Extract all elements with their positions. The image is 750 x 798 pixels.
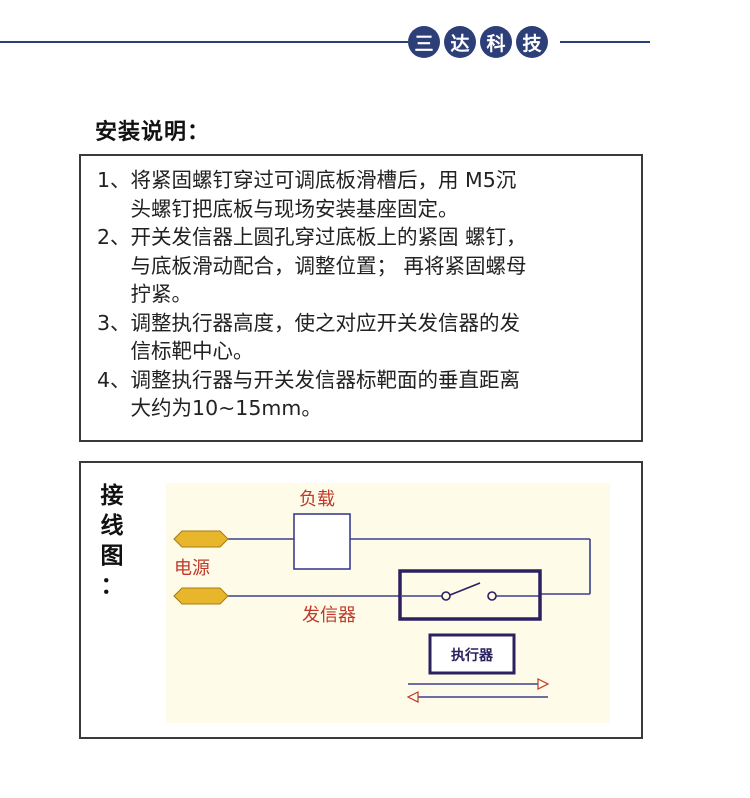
arrow-right-head [537,678,550,690]
instructions-box: 1、 将紧固螺钉穿过可调底板滑槽后，用 M5沉 头螺钉把底板与现场安装基座固定。… [79,154,643,442]
actuator-label: 执行器 [451,647,494,664]
instruction-number: 1、 [97,168,131,192]
header-rule-left [0,41,408,43]
instruction-line: 头螺钉把底板与现场安装基座固定。 [130,196,459,221]
power-terminal-bottom [173,587,229,605]
instruction-line: 与底板滑动配合，调整位置； 再将紧固螺母 [130,253,527,278]
switch-blade [449,582,481,596]
instructions-list: 1、 将紧固螺钉穿过可调底板滑槽后，用 M5沉 头螺钉把底板与现场安装基座固定。… [97,166,627,423]
wires [228,538,591,597]
wiring-diagram-box: 接 线 图 ： [79,461,643,739]
load-box [293,513,351,570]
load-label: 负载 [299,489,335,510]
instruction-item: 1、 将紧固螺钉穿过可调底板滑槽后，用 M5沉 头螺钉把底板与现场安装基座固定。 [97,166,627,223]
label-char: 接 [100,482,124,509]
instruction-number: 4、 [97,367,131,392]
label-char: 线 [100,512,124,539]
switch-contact-left [441,591,451,601]
wiring-diagram-label: 接 线 图 ： [99,481,125,601]
instruction-line: 调整执行器高度，使之对应开关发信器的发 [130,310,521,335]
header-rule-right [560,41,650,43]
wiring-diagram-svg: 负载 电源 发信器 执行器 [173,489,591,703]
wiring-diagram: 负载 电源 发信器 执行器 [166,483,610,723]
instruction-line: 拧紧。 [130,282,193,306]
brand-logo: 三 达 科 技 [408,26,548,58]
brand-char: 科 [480,26,512,58]
brand-char: 达 [444,26,476,58]
instruction-item: 2、 开关发信器上圆孔穿过底板上的紧固 螺钉， 与底板滑动配合，调整位置； 再将… [97,223,627,309]
instruction-item: 3、 调整执行器高度，使之对应开关发信器的发 信标靶中心。 [97,309,627,366]
brand-char: 三 [408,26,440,58]
label-char: 图 [100,542,124,569]
power-terminal-top [173,530,229,548]
sender-box [398,569,542,621]
power-label: 电源 [174,558,210,579]
instruction-line: 大约为10~15mm。 [130,396,322,420]
instruction-line: 信标靶中心。 [130,339,254,363]
label-char: ： [100,572,124,599]
actuator-box [428,633,516,675]
instruction-line: 开关发信器上圆孔穿过底板上的紧固 螺钉， [130,225,527,249]
movement-arrows [406,678,550,703]
instruction-item: 4、 调整执行器与开关发信器标靶面的垂直距离 大约为10~15mm。 [97,366,627,423]
section-title: 安装说明： [95,119,211,145]
brand-char: 技 [516,26,548,58]
arrow-left-head [406,691,419,703]
instruction-number: 2、 [97,225,131,249]
sender-label: 发信器 [302,605,356,626]
switch-contact-right [487,591,497,601]
instruction-line: 调整执行器与开关发信器标靶面的垂直距离 [130,367,521,392]
instruction-number: 3、 [97,310,131,335]
instruction-line: 将紧固螺钉穿过可调底板滑槽后，用 M5沉 [130,168,517,192]
